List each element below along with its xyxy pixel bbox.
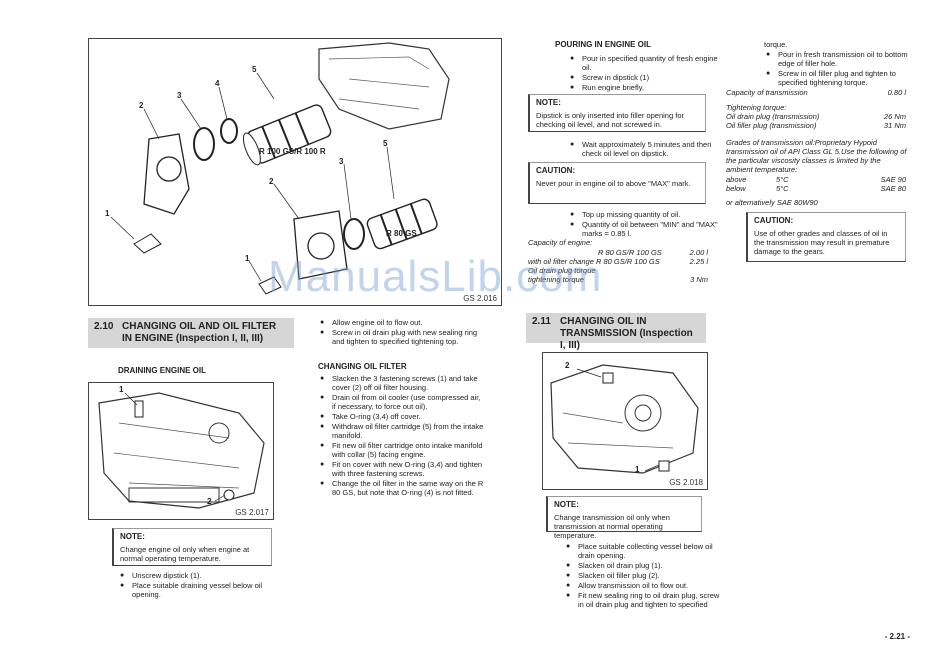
model-label-r100: R 100 GS/R 100 R <box>259 147 326 156</box>
note-heading: NOTE: <box>536 98 561 107</box>
filter-bullets: Slacken the 3 fastening screws (1) and t… <box>318 374 484 498</box>
list-item: Allow transmission oil to flow out. <box>566 581 720 590</box>
list-item: Slacken oil filler plug (2). <box>566 571 720 580</box>
list-item: Quantity of oil between "MIN" and "MAX" … <box>570 220 724 238</box>
callout-1: 1 <box>635 465 640 474</box>
grades-text: Grades of transmission oil:Proprietary H… <box>726 138 907 174</box>
note-text: Change transmission oil only when transm… <box>554 513 670 540</box>
list-item: Place suitable draining vessel below oil… <box>120 581 290 599</box>
list-item: Wait approximately 5 minutes and then ch… <box>570 140 724 158</box>
engine-drain-drawing <box>98 392 265 509</box>
callout-1-r100: 1 <box>105 209 110 218</box>
list-item: Withdraw oil filter cartridge (5) from t… <box>320 422 484 440</box>
note-text: Change engine oil only when engine at no… <box>120 545 250 563</box>
list-item: Top up missing quantity of oil. <box>570 210 724 219</box>
list-item: Fit new oil filter cartridge onto intake… <box>320 441 484 459</box>
callout-3-r80: 3 <box>339 157 344 166</box>
capacity-label: Capacity of engine: <box>528 238 593 247</box>
list-item: Place suitable collecting vessel below o… <box>566 542 720 560</box>
note-box-engine: NOTE: Change engine oil only when engine… <box>112 528 272 566</box>
section-number: 2.11 <box>532 316 551 327</box>
list-item: Pour in fresh transmission oil to bottom… <box>766 50 920 68</box>
torque-row: Oil filler plug (transmission)31 Nm <box>726 121 906 130</box>
caution-text: Never pour in engine oil to above "MAX" … <box>536 179 691 188</box>
callout-2-r100: 2 <box>139 101 144 110</box>
torque-row: Oil drain plug (transmission)26 Nm <box>726 112 906 121</box>
caution-box-engine: CAUTION: Never pour in engine oil to abo… <box>528 162 706 204</box>
figure-transmission: 2 1 GS 2.018 <box>542 352 708 490</box>
topup-bullets: Top up missing quantity of oil. Quantity… <box>568 210 724 239</box>
fill-bullets: Pour in fresh transmission oil to bottom… <box>764 50 920 88</box>
note-box-dipstick: NOTE: Dipstick is only inserted into fil… <box>528 94 706 132</box>
figure-oil-filter: 1 2 3 4 5 2 3 5 1 R 100 GS/R 100 R R 80 … <box>88 38 502 306</box>
section-number: 2.10 <box>94 321 114 332</box>
list-item: Screw in dipstick (1) <box>570 73 724 82</box>
pouring-heading: POURING IN ENGINE OIL <box>555 40 652 49</box>
drain-continue-bullets: Allow engine oil to flow out. Screw in o… <box>318 318 484 347</box>
caution-box-transmission: CAUTION: Use of other grades and classes… <box>746 212 906 262</box>
pouring-bullets: Pour in specified quantity of fresh engi… <box>568 54 724 93</box>
caution-heading: CAUTION: <box>536 166 576 175</box>
figure-engine-drain: 1 2 GS 2.017 <box>88 382 274 520</box>
list-item: Slacken the 3 fastening screws (1) and t… <box>320 374 484 392</box>
wait-bullet: Wait approximately 5 minutes and then ch… <box>568 140 724 159</box>
list-item: Run engine briefly. <box>570 83 724 92</box>
callout-2: 2 <box>565 361 570 370</box>
torque-heading: Tightening torque: <box>726 103 787 112</box>
draining-heading: DRAINING ENGINE OIL <box>118 366 207 375</box>
figure-caption: GS 2.017 <box>235 508 269 517</box>
torque-table: Oil drain plug (transmission)26 Nm Oil f… <box>726 112 906 130</box>
callout-2: 2 <box>207 497 212 506</box>
callout-3-r100: 3 <box>177 91 182 100</box>
filter-heading: CHANGING OIL FILTER <box>318 362 407 371</box>
callout-1: 1 <box>119 385 124 394</box>
note-box-transmission: NOTE: Change transmission oil only when … <box>546 496 702 540</box>
page-number: - 2.21 - <box>884 632 910 641</box>
caution-text: Use of other grades and classes of oil i… <box>754 229 890 256</box>
oil-filter-exploded-drawing <box>110 42 450 295</box>
figure-caption: GS 2.016 <box>463 294 497 303</box>
alternative-grade: or alternatively SAE 80W90 <box>726 198 818 207</box>
list-item: Fit new sealing ring to oil drain plug, … <box>566 591 720 609</box>
callout-2-r80: 2 <box>269 177 274 186</box>
section-heading-2-10: 2.10 CHANGING OIL AND OIL FILTER IN ENGIN… <box>88 318 294 348</box>
list-item: Change the oil filter in the same way on… <box>320 479 484 497</box>
note-heading: NOTE: <box>554 500 579 509</box>
caution-heading: CAUTION: <box>754 216 794 225</box>
list-item: Drain oil from oil cooler (use compresse… <box>320 393 484 411</box>
list-item: Pour in specified quantity of fresh engi… <box>570 54 724 72</box>
callout-4-r100: 4 <box>215 79 220 88</box>
note-text: Dipstick is only inserted into filler op… <box>536 111 684 129</box>
note-heading: NOTE: <box>120 532 145 541</box>
list-item: Screw in oil drain plug with new sealing… <box>320 328 484 346</box>
list-item: Take O-ring (3,4) off cover. <box>320 412 484 421</box>
section-title: CHANGING OIL AND OIL FILTER IN ENGINE (I… <box>122 321 277 344</box>
section-title: CHANGING OIL IN TRANSMISSION (Inspection… <box>560 316 693 351</box>
drain-bullets: Unscrew dipstick (1). Place suitable dra… <box>118 571 290 600</box>
list-item: Slacken oil drain plug (1). <box>566 561 720 570</box>
list-item: Allow engine oil to flow out. <box>320 318 484 327</box>
figure-caption: GS 2.018 <box>669 478 703 487</box>
watermark: ManualsLib.com <box>268 252 603 301</box>
list-item: Fit on cover with new O-ring (3,4) and t… <box>320 460 484 478</box>
transmission-bullets: Place suitable collecting vessel below o… <box>564 542 720 610</box>
list-item: Screw in oil filler plug and tighten to … <box>766 69 920 87</box>
callout-1-r80: 1 <box>245 254 250 263</box>
model-label-r80: R 80 GS <box>386 229 417 238</box>
section-heading-2-11: 2.11 CHANGING OIL IN TRANSMISSION (Inspec… <box>526 313 706 351</box>
list-item: Unscrew dipstick (1). <box>120 571 290 580</box>
continuation-text: torque. <box>764 40 788 49</box>
capacity-row: Oil drain plug torque <box>528 266 596 275</box>
callout-5-r100: 5 <box>252 65 257 74</box>
transmission-drawing <box>550 364 699 474</box>
callout-5-r80: 5 <box>383 139 388 148</box>
